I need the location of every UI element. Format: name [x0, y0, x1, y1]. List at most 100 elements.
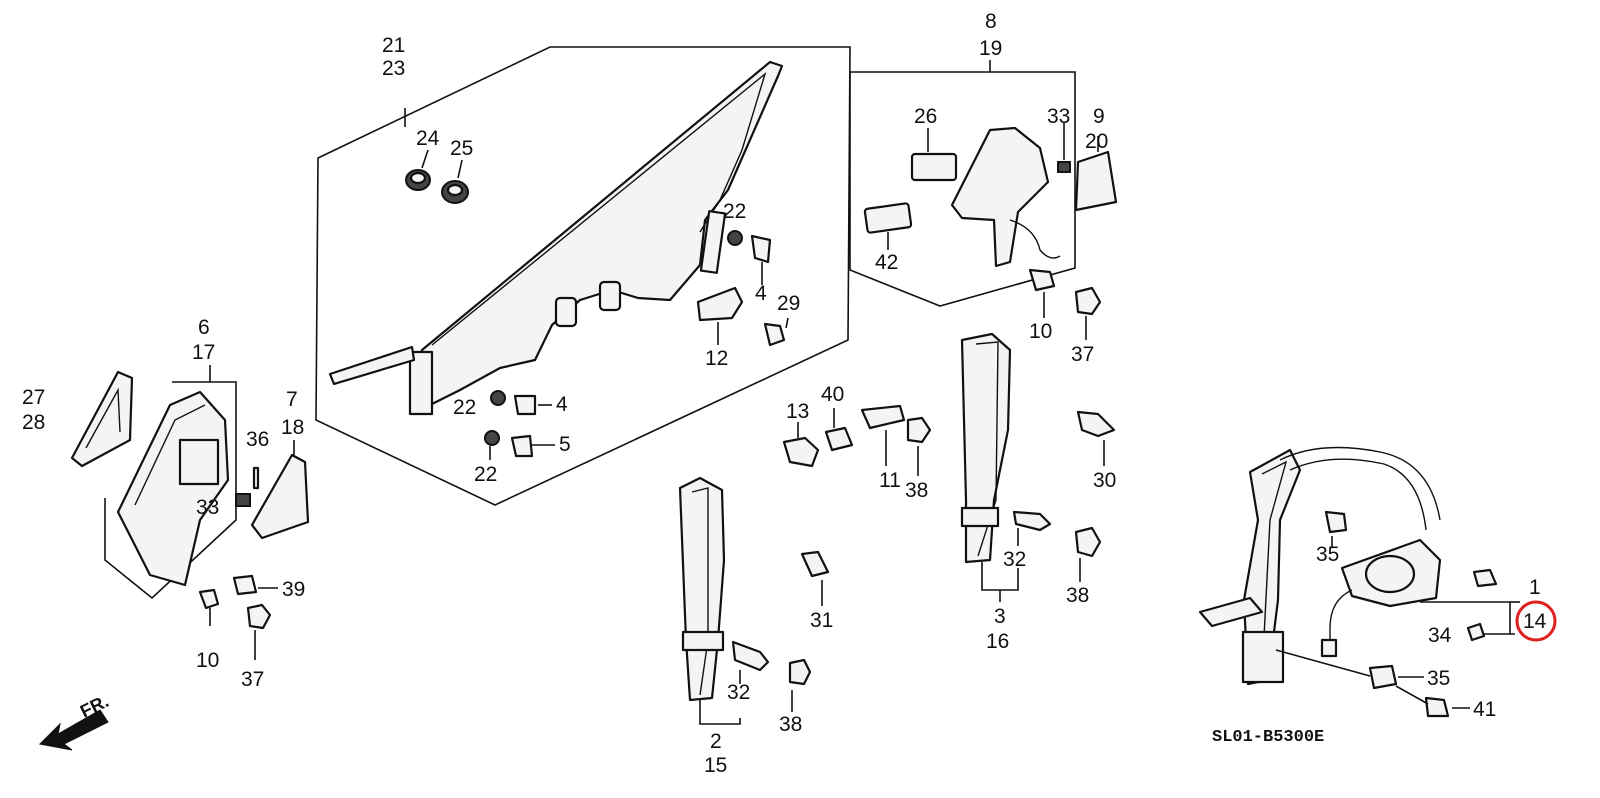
bracket-11: [860, 404, 906, 430]
regulator-group: [1198, 446, 1520, 718]
diagram-code: SL01-B5300E: [1212, 728, 1324, 747]
roller-12: [696, 286, 744, 322]
clip-34: [1466, 622, 1486, 642]
regulator-lower-bracket: [1241, 630, 1285, 684]
nut-38-mid: [906, 416, 932, 444]
label-18: 18: [281, 416, 304, 439]
switch-26: [910, 152, 958, 182]
label-29: 29: [777, 292, 800, 315]
glass-rear-channel: [699, 210, 727, 274]
label-8: 8: [985, 10, 997, 33]
glass-lower-channel: [408, 350, 434, 416]
label-11: 11: [879, 469, 901, 492]
label-24: 24: [416, 127, 440, 150]
front-channel-group: [678, 476, 830, 725]
motor-connector: [1320, 638, 1338, 658]
mid-bracket-group: [782, 404, 932, 476]
callout-labels: 21 23 24 25 22 4 29 12 22 4 5 22 6 17 27…: [22, 10, 1547, 777]
label-33-left: 33: [196, 496, 219, 519]
label-3: 3: [994, 605, 1006, 628]
label-12: 12: [705, 347, 728, 370]
holder-4-upper: [750, 234, 772, 264]
label-23: 23: [382, 57, 405, 80]
highlight-circle: [1515, 600, 1557, 642]
label-32-rear: 32: [1003, 548, 1026, 571]
label-22-mid: 22: [453, 396, 476, 419]
label-38-rear: 38: [1066, 584, 1089, 607]
label-19: 19: [979, 37, 1002, 60]
label-1: 1: [1529, 576, 1541, 599]
mirror-control-frame: [849, 60, 1076, 307]
bolt-35-upper: [1324, 510, 1348, 534]
label-30: 30: [1093, 469, 1116, 492]
clip-22-mid: [490, 390, 506, 406]
label-41: 41: [1473, 698, 1496, 721]
label-39: 39: [282, 578, 305, 601]
label-4-lower: 4: [556, 393, 568, 416]
bolt-29: [763, 322, 786, 347]
label-5: 5: [559, 433, 571, 456]
label-16: 16: [986, 630, 1009, 653]
label-27: 27: [22, 386, 45, 409]
bolt-41: [1424, 696, 1450, 718]
holder-13: [782, 436, 820, 468]
label-37-left: 37: [241, 668, 264, 691]
clip-22-upper: [727, 230, 743, 246]
rear-channel-bracket: [960, 506, 1000, 528]
screw-36: [252, 466, 260, 490]
label-38-mid: 38: [905, 479, 928, 502]
bolt-35-lower: [1368, 664, 1398, 690]
label-35-upper: 35: [1316, 543, 1339, 566]
label-10-upper: 10: [1029, 320, 1052, 343]
nut-38-rear: [1074, 526, 1102, 558]
door-glass-frame: [315, 46, 851, 506]
cover-7: [250, 453, 310, 540]
label-37-upper: 37: [1071, 343, 1094, 366]
mirror-frame: [104, 381, 237, 600]
clip-33-upper: [1057, 161, 1071, 173]
bolt-1: [1472, 568, 1498, 588]
bolt-32-front: [731, 640, 770, 672]
door-glass: [410, 60, 784, 412]
label-36: 36: [246, 428, 269, 451]
mirror-bracket: [116, 390, 230, 587]
label-7: 7: [286, 388, 298, 411]
label-40: 40: [821, 383, 844, 406]
door-glass-group: [315, 46, 851, 506]
label-6: 6: [198, 316, 210, 339]
mirror-motor: [178, 438, 220, 486]
label-33-upper: 33: [1047, 105, 1070, 128]
front-mirror-group: [70, 365, 310, 660]
switch-42: [863, 202, 913, 234]
front-direction-arrow: FR.: [38, 691, 112, 751]
fr-label: FR.: [77, 691, 112, 722]
label-42: 42: [875, 251, 898, 274]
label-14: 14: [1523, 610, 1547, 633]
nut-37-left: [246, 603, 272, 630]
nut-37-upper: [1074, 286, 1102, 316]
label-2: 2: [710, 730, 722, 753]
label-34: 34: [1428, 624, 1452, 647]
holder-4-lower: [513, 394, 537, 416]
label-26: 26: [914, 105, 937, 128]
cover-9: [1074, 150, 1118, 212]
label-21: 21: [382, 34, 405, 57]
clip-40: [824, 426, 854, 452]
label-38-front: 38: [779, 713, 802, 736]
label-31: 31: [810, 609, 833, 632]
label-15: 15: [704, 754, 727, 777]
label-13: 13: [786, 400, 809, 423]
glass-bracket-a: [554, 296, 578, 328]
bolt-30: [1076, 410, 1116, 438]
rear-run-channel: [960, 332, 1012, 564]
label-17: 17: [192, 341, 215, 364]
label-22-lower: 22: [474, 463, 497, 486]
label-32-front: 32: [727, 681, 750, 704]
rear-channel-group: [960, 332, 1116, 602]
glass-run-strip: [328, 345, 416, 386]
label-9: 9: [1093, 105, 1105, 128]
clip-33-left: [235, 493, 251, 507]
front-run-channel: [678, 476, 726, 702]
front-channel-bracket: [681, 630, 725, 652]
